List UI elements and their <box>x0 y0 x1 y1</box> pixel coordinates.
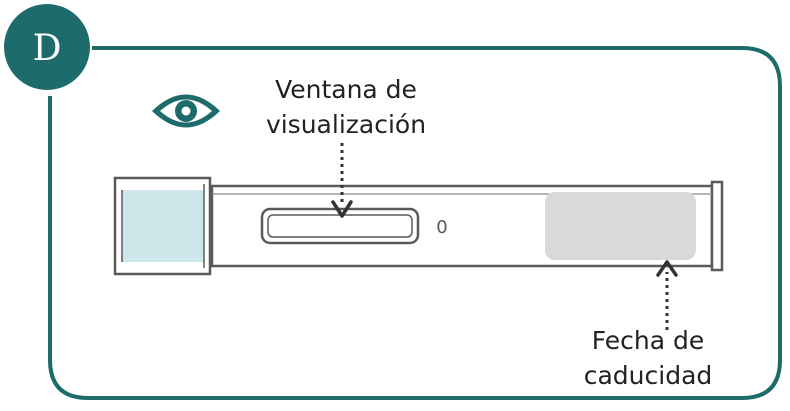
expiry-label-line2: caducidad <box>584 361 713 390</box>
expiry-arrow <box>656 260 678 330</box>
viewing-window-arrow <box>331 143 353 218</box>
panel-frame <box>48 46 782 400</box>
viewing-window-label-line1: Ventana de <box>275 75 417 104</box>
expiry-label-line1: Fecha de <box>592 326 705 355</box>
step-letter: D <box>33 28 62 69</box>
pen-window-marking: 0 <box>436 217 447 238</box>
viewing-window-label-line2: visualización <box>266 110 426 139</box>
pen-end <box>710 180 724 272</box>
step-badge: D <box>4 4 90 90</box>
pen-cap-window <box>122 190 204 262</box>
expiry-label-area <box>545 192 696 260</box>
pen-device: 0 <box>113 176 724 276</box>
pen-viewing-window <box>260 207 420 245</box>
eye-icon <box>152 94 220 128</box>
